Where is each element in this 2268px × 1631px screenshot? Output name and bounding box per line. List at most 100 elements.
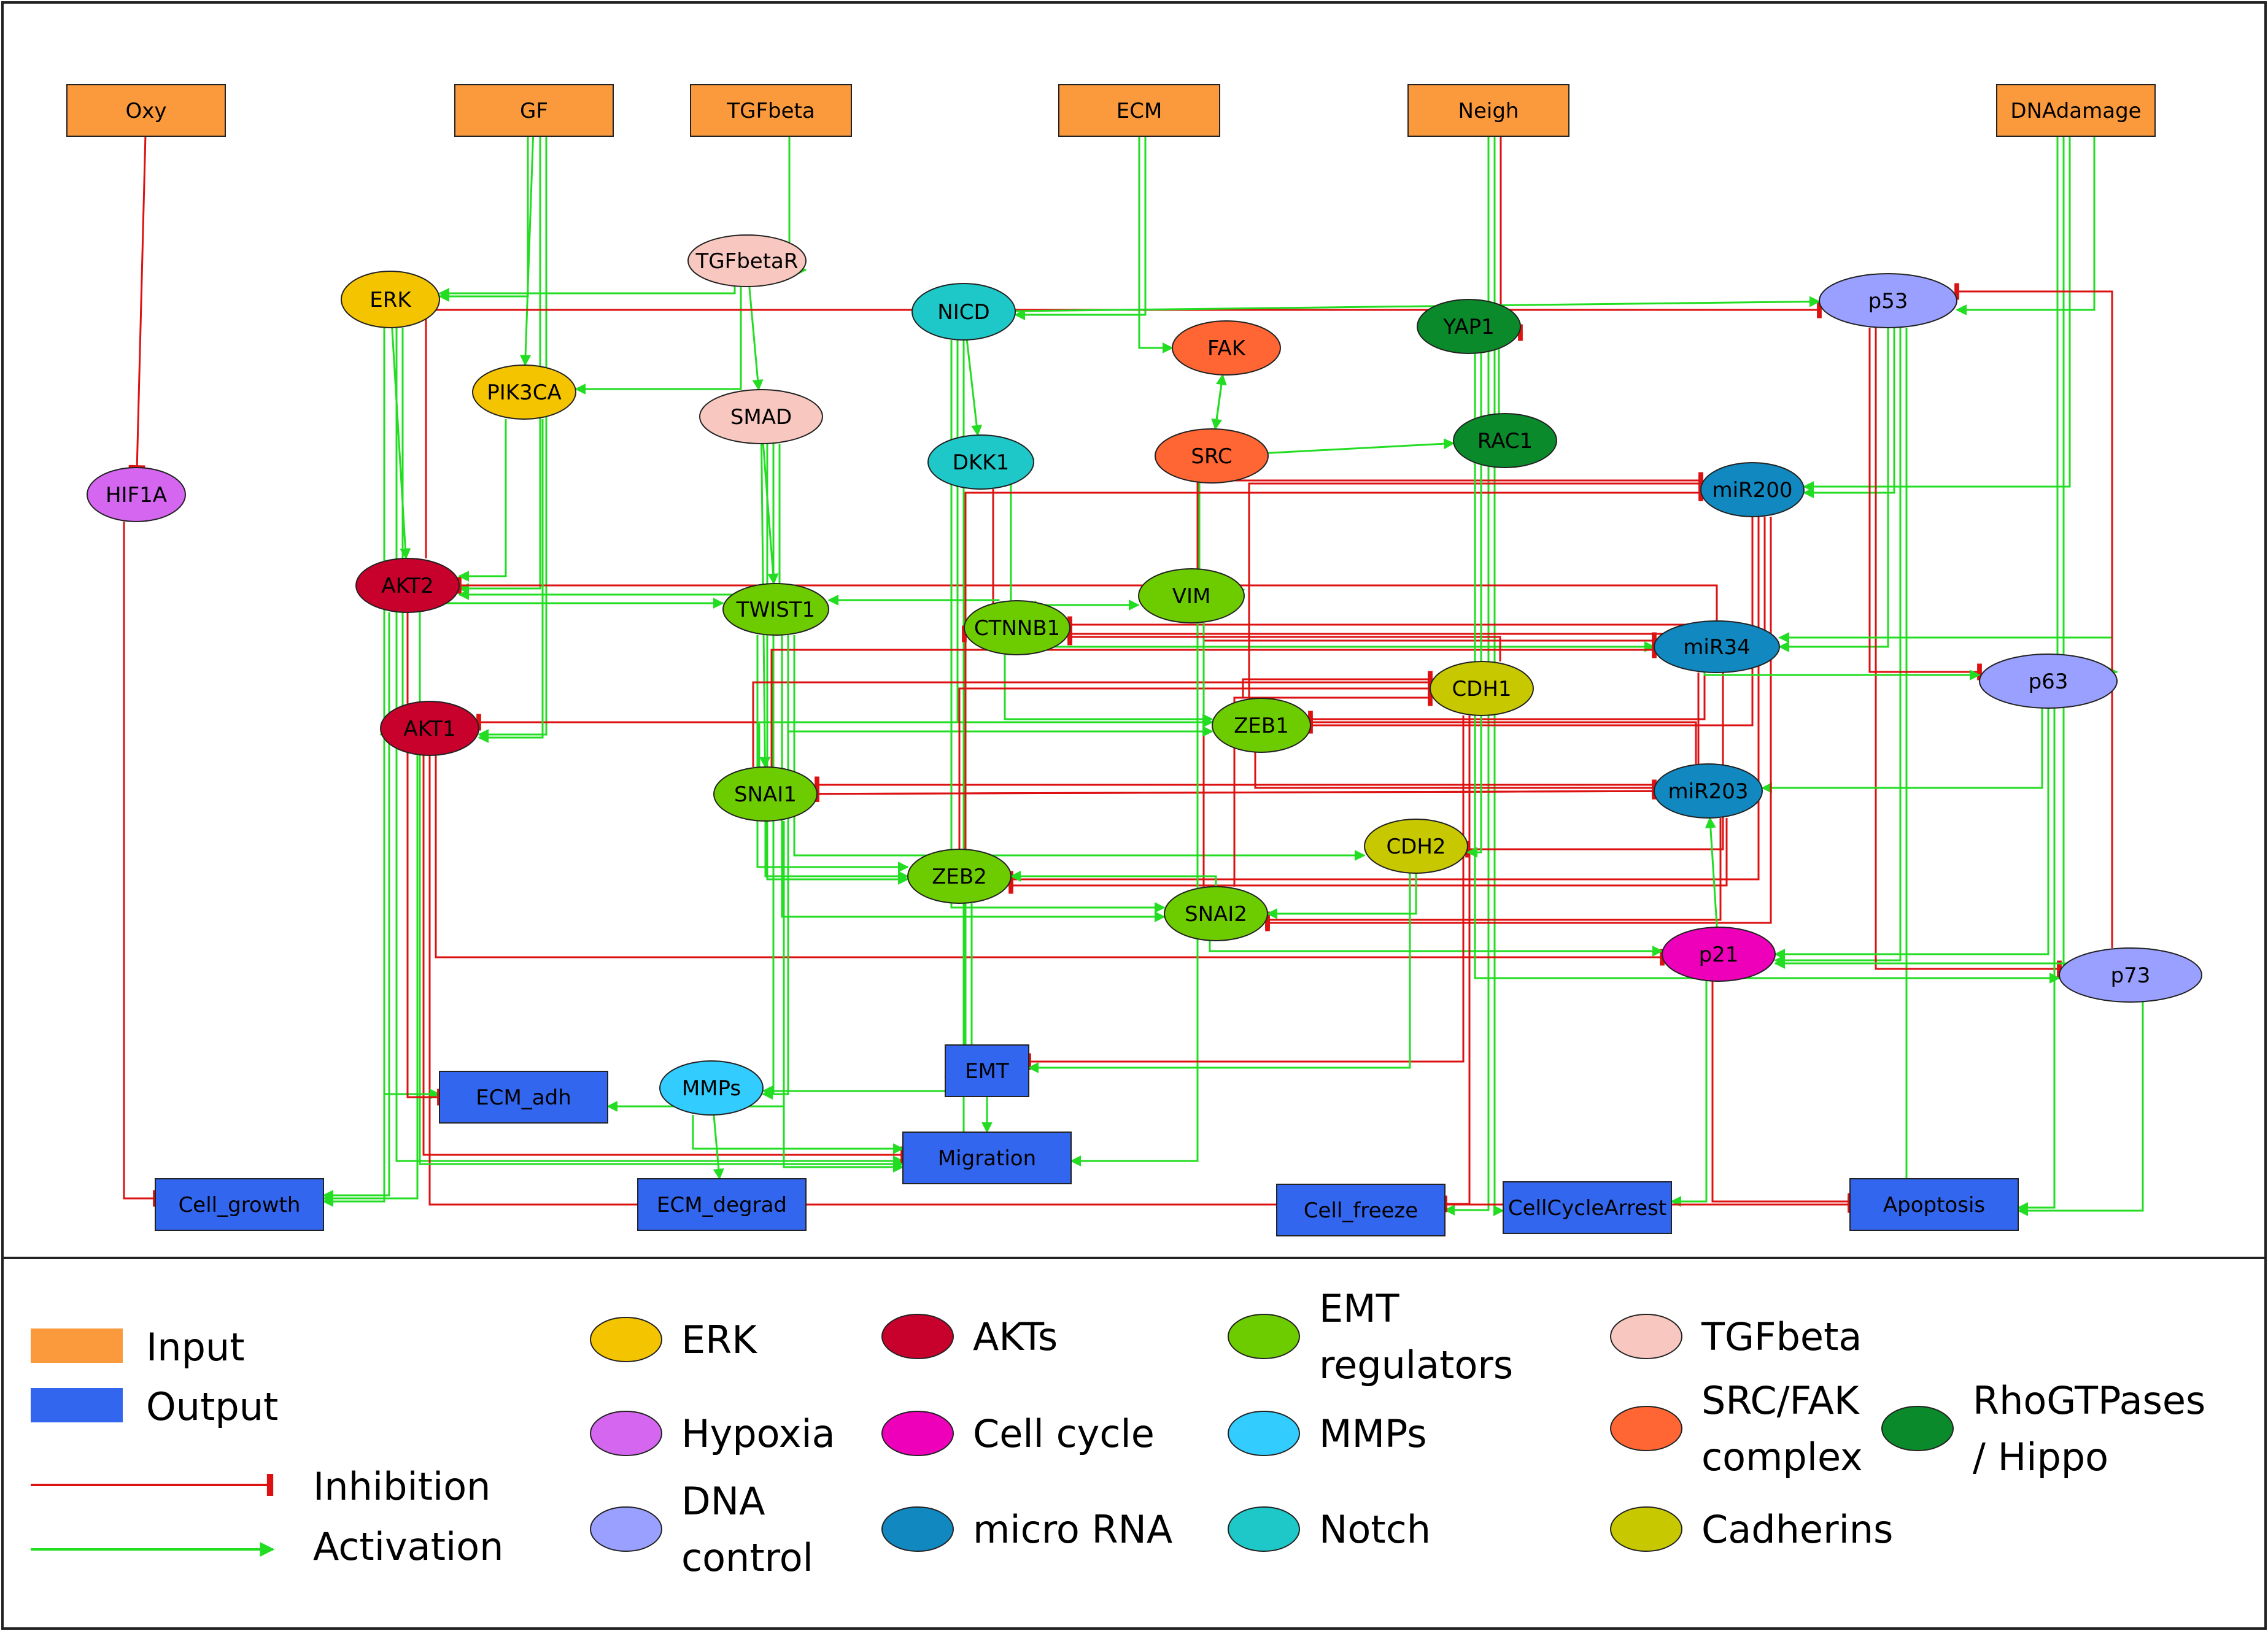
node-dkk1[interactable]: DKK1: [927, 434, 1034, 490]
input-node-oxy[interactable]: Oxy: [66, 84, 226, 137]
edge-src-to-fak-activation: [1214, 374, 1227, 430]
legend-swatch-RhoHippo: [1881, 1406, 1954, 1451]
edge-cdh2-to-emt-activation: [1028, 873, 1411, 1073]
node-mmps[interactable]: MMPs: [659, 1060, 764, 1116]
edge-akt1-to-cellgrowth-activation: [322, 755, 419, 1204]
edge-snai2-to-cdh1-inhibition: [1233, 689, 1433, 887]
node-p21[interactable]: p21: [1662, 927, 1776, 982]
input-node-neigh[interactable]: Neigh: [1407, 84, 1569, 137]
edge-ecm-to-nicd-activation: [1014, 136, 1147, 320]
output-box: [1849, 1178, 2019, 1231]
input-box: [1996, 84, 2156, 137]
node-mir203[interactable]: miR203: [1654, 763, 1763, 819]
edge-pik3ca-to-akt1-activation: [478, 419, 544, 743]
legend-swatch-CellCycle: [881, 1411, 954, 1456]
legend-swatch-DNA: [590, 1506, 662, 1552]
input-node-ecm[interactable]: ECM: [1058, 84, 1220, 137]
node-label: SRC: [1191, 444, 1232, 469]
output-node-cellcyclearrest[interactable]: CellCycleArrest: [1503, 1181, 1672, 1234]
node-label: miR34: [1683, 635, 1750, 660]
output-box: [1503, 1181, 1672, 1234]
output-node-apoptosis[interactable]: Apoptosis: [1849, 1178, 2019, 1231]
node-mir200[interactable]: miR200: [1700, 462, 1805, 517]
output-node-cellfreeze[interactable]: Cell_freeze: [1276, 1184, 1446, 1236]
node-pik3ca[interactable]: PIK3CA: [472, 364, 576, 420]
legend-label-EMT: regulators: [1319, 1343, 1513, 1387]
legend-label-RhoHippo: RhoGTPases: [1973, 1378, 2205, 1423]
input-label: ECM: [1117, 99, 1163, 123]
output-node-emt[interactable]: EMT: [945, 1044, 1029, 1097]
legend-input-swatch: [31, 1328, 123, 1363]
edge-dnadamage-to-p73-activation: [2058, 136, 2070, 974]
edge-snai1-to-zeb1-activation: [758, 717, 1213, 767]
node-akt2[interactable]: AKT2: [355, 558, 460, 613]
node-snai2[interactable]: SNAI2: [1164, 886, 1268, 941]
node-zeb1[interactable]: ZEB1: [1212, 698, 1311, 753]
legend-swatch-MMPs: [1228, 1411, 1300, 1456]
node-ellipse: [1979, 654, 2118, 709]
input-box: [66, 84, 226, 137]
node-ellipse: [1417, 299, 1521, 354]
node-twist1[interactable]: TWIST1: [722, 583, 829, 636]
edge-snai2-to-p21-activation: [1209, 941, 1663, 957]
node-cdh2[interactable]: CDH2: [1364, 819, 1468, 874]
edge-dnadamage-to-mir200-activation: [1803, 136, 2071, 492]
legend-label-TGFbeta: TGFbeta: [1701, 1314, 1862, 1359]
input-label: DNAdamage: [2010, 99, 2141, 123]
edge-neigh-to-cellcyclearrest-activation: [1493, 136, 1504, 1216]
node-hif1a[interactable]: HIF1A: [87, 467, 186, 522]
node-p53[interactable]: p53: [1819, 273, 1957, 328]
edge-mir34-to-cdh2-inhibition: [1465, 673, 1724, 858]
edge-p21-to-apoptosis-inhibition: [1711, 981, 1852, 1210]
node-cdh1[interactable]: CDH1: [1430, 661, 1534, 716]
edge-p53-to-p63-inhibition: [1868, 328, 1982, 681]
node-yap1[interactable]: YAP1: [1417, 299, 1521, 354]
edge-cdh1-to-ctnnb1-inhibition: [1067, 628, 1501, 661]
output-node-cellgrowth[interactable]: Cell_growth: [155, 1178, 324, 1231]
node-ellipse: [1819, 273, 1957, 328]
node-src[interactable]: SRC: [1155, 428, 1269, 484]
edge-tgfbetar-to-erk-activation: [438, 287, 736, 299]
edge-cdh2-to-snai2-activation: [1266, 873, 1417, 919]
node-snai1[interactable]: SNAI1: [713, 766, 818, 822]
input-node-gf[interactable]: GF: [454, 84, 614, 137]
node-ellipse: [722, 583, 829, 636]
legend-swatch-Notch: [1228, 1506, 1300, 1552]
node-rac1[interactable]: RAC1: [1453, 413, 1557, 468]
legend-label-Hypoxia: Hypoxia: [681, 1411, 835, 1456]
edge-akt2-to-cellgrowth-activation: [322, 612, 390, 1201]
output-node-ecmdegrad[interactable]: ECM_degrad: [637, 1178, 807, 1231]
node-ctnnb1[interactable]: CTNNB1: [964, 600, 1070, 655]
node-label: ZEB1: [1234, 714, 1289, 738]
edge-p53-to-p21-activation: [1774, 328, 1902, 966]
node-p63[interactable]: p63: [1979, 654, 2118, 709]
edge-mir34-to-akt2-inhibition: [457, 577, 1718, 621]
edge-cdh1-to-emt-inhibition: [1026, 715, 1465, 1070]
legend-label-DNA: control: [681, 1535, 813, 1580]
output-node-ecmadh[interactable]: ECM_adh: [439, 1071, 608, 1124]
output-node-migration[interactable]: Migration: [902, 1132, 1072, 1184]
node-zeb2[interactable]: ZEB2: [907, 849, 1012, 904]
node-mir34[interactable]: miR34: [1654, 620, 1780, 673]
legend-label-SRCFAK: complex: [1701, 1435, 1863, 1479]
edge-hif1a-to-cellgrowth-inhibition: [123, 522, 158, 1207]
node-tgfbetar[interactable]: TGFbetaR: [687, 234, 807, 287]
input-node-tgfbeta[interactable]: TGFbeta: [690, 84, 852, 137]
node-fak[interactable]: FAK: [1172, 320, 1281, 376]
node-label: FAK: [1207, 336, 1247, 361]
node-label: SMAD: [730, 405, 792, 430]
node-ellipse: [1453, 413, 1557, 468]
node-vim[interactable]: VIM: [1138, 568, 1245, 623]
node-smad[interactable]: SMAD: [699, 389, 823, 444]
node-p73[interactable]: p73: [2059, 947, 2202, 1003]
input-node-dnadamage[interactable]: DNAdamage: [1996, 84, 2156, 137]
edge-nicd-to-p53-activation: [1015, 296, 1821, 312]
edge-akt2-to-ecmadh-inhibition: [406, 612, 442, 1106]
node-erk[interactable]: ERK: [341, 271, 440, 328]
output-box: [439, 1071, 608, 1124]
node-ellipse: [699, 389, 823, 444]
node-akt1[interactable]: AKT1: [380, 701, 479, 756]
edge-neigh-to-yap1-inhibition: [1500, 136, 1523, 341]
node-nicd[interactable]: NICD: [911, 283, 1016, 341]
